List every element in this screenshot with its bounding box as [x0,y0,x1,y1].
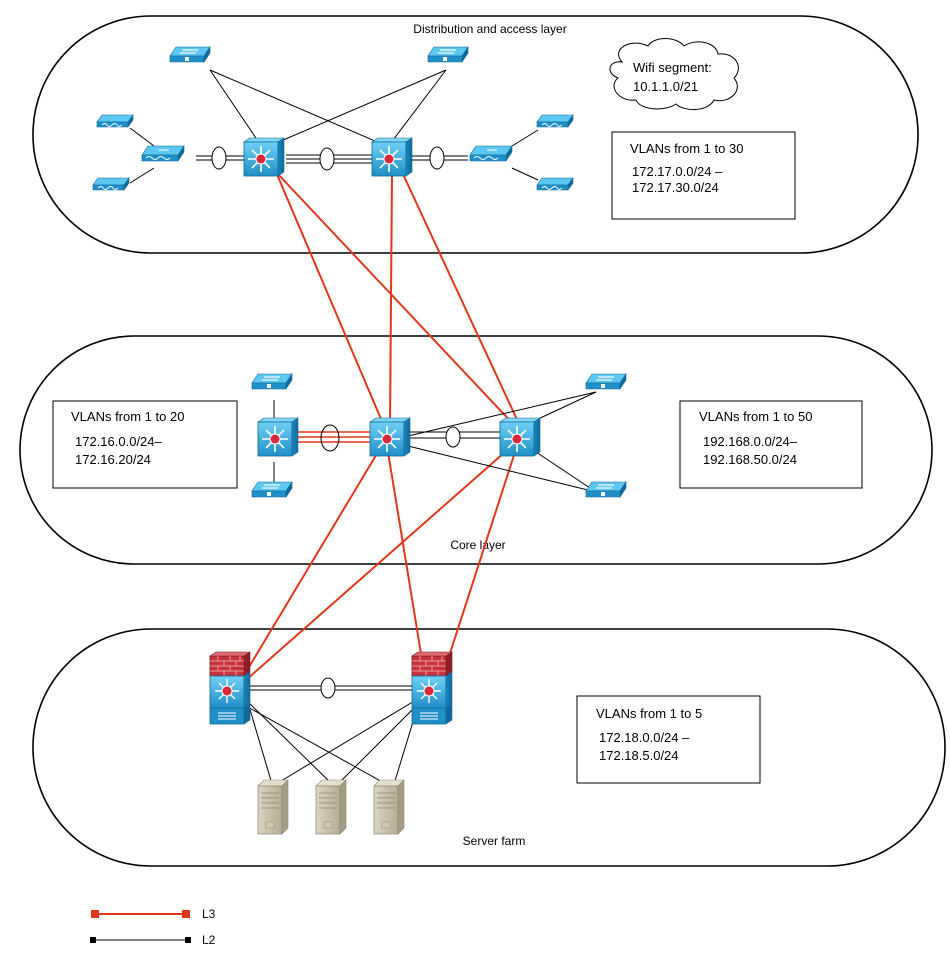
legend-l2-marker [90,937,96,943]
core-switch-icon[interactable] [499,417,541,457]
access-switch-icon[interactable] [427,46,469,63]
port-channel-ring-icon [445,426,461,448]
l3-link [387,451,425,673]
core-access-switch-icon[interactable] [585,373,627,390]
access-switch-icon[interactable] [169,46,211,63]
legend-l3-marker [182,910,190,918]
server-zone-title: Server farm [463,834,526,848]
wireless-switch-icon[interactable] [141,145,185,162]
vlan-box-title: VLANs from 1 to 50 [699,409,812,424]
wifi-segment-label: Wifi segment: [633,60,712,75]
core-switch-icon[interactable] [369,417,411,457]
l3-link [275,171,385,427]
wifi-segment-cloud: Wifi segment: 10.1.1.0/21 [609,38,739,110]
core-access-switch-icon[interactable] [251,481,293,498]
distribution-zone-title: Distribution and access layer [413,22,566,36]
core-access-switch-icon[interactable] [585,481,627,498]
core-access-switch-icon[interactable] [251,373,293,390]
vlan-range-start: 192.168.0.0/24– [703,434,798,449]
vlan-box-title: VLANs from 1 to 5 [596,706,702,721]
legend-l3-marker [91,910,99,918]
port-channels [196,146,500,699]
port-channel-ring-icon [319,147,335,171]
firewall-switch-icon[interactable] [411,651,453,725]
vlan-range-start: 172.18.0.0/24 – [599,730,690,745]
port-channel-ring-icon [320,424,340,452]
legend-l2-label: L2 [202,933,216,947]
server-icon[interactable] [257,779,289,835]
vlan-range-end: 172.18.5.0/24 [599,748,679,763]
vlan-box-core-left: VLANs from 1 to 20 172.16.0.0/24– 172.16… [52,400,238,489]
l3-link [401,171,521,427]
l3-link [245,451,379,673]
l3-links [245,171,521,681]
access-point-icon[interactable] [536,177,574,191]
vlan-range-start: 172.17.0.0/24 – [632,164,723,179]
l3-link [443,451,516,673]
core-zone-title: Core layer [450,538,505,552]
core-switch-icon[interactable] [257,417,299,457]
access-point-icon[interactable] [92,177,130,191]
access-point-icon[interactable] [96,114,134,128]
port-channel-ring-icon [429,146,445,170]
port-channel-ring-icon [320,677,336,699]
distribution-switch-icon[interactable] [371,137,413,177]
server-icon[interactable] [315,779,347,835]
wireless-switch-icon[interactable] [469,145,513,162]
distribution-switch-icon[interactable] [243,137,285,177]
access-point-icon[interactable] [536,114,574,128]
legend-l3-label: L3 [202,907,216,921]
vlan-range-end: 172.17.30.0/24 [632,180,719,195]
l3-link [275,171,516,427]
firewall-switch-icon[interactable] [209,651,251,725]
vlan-box-distribution: VLANs from 1 to 30 172.17.0.0/24 – 172.1… [611,131,796,220]
wifi-segment-subnet: 10.1.1.0/21 [633,79,698,94]
vlan-range-end: 172.16.20/24 [75,452,151,467]
vlan-box-core-right: VLANs from 1 to 50 192.168.0.0/24– 192.1… [679,400,863,489]
vlan-range-end: 192.168.50.0/24 [703,452,797,467]
server-farm-zone [32,628,946,867]
l3-link [245,451,506,681]
core-zone [19,335,933,565]
l3-link [389,171,393,427]
server-icon[interactable] [373,779,405,835]
legend: L3 L2 [90,907,216,947]
vlan-box-title: VLANs from 1 to 30 [630,141,743,156]
port-channel-ring-icon [211,146,227,170]
vlan-box-title: VLANs from 1 to 20 [71,409,184,424]
vlan-range-start: 172.16.0.0/24– [75,434,163,449]
legend-l2-marker [185,937,191,943]
vlan-box-server: VLANs from 1 to 5 172.18.0.0/24 – 172.18… [576,695,761,784]
